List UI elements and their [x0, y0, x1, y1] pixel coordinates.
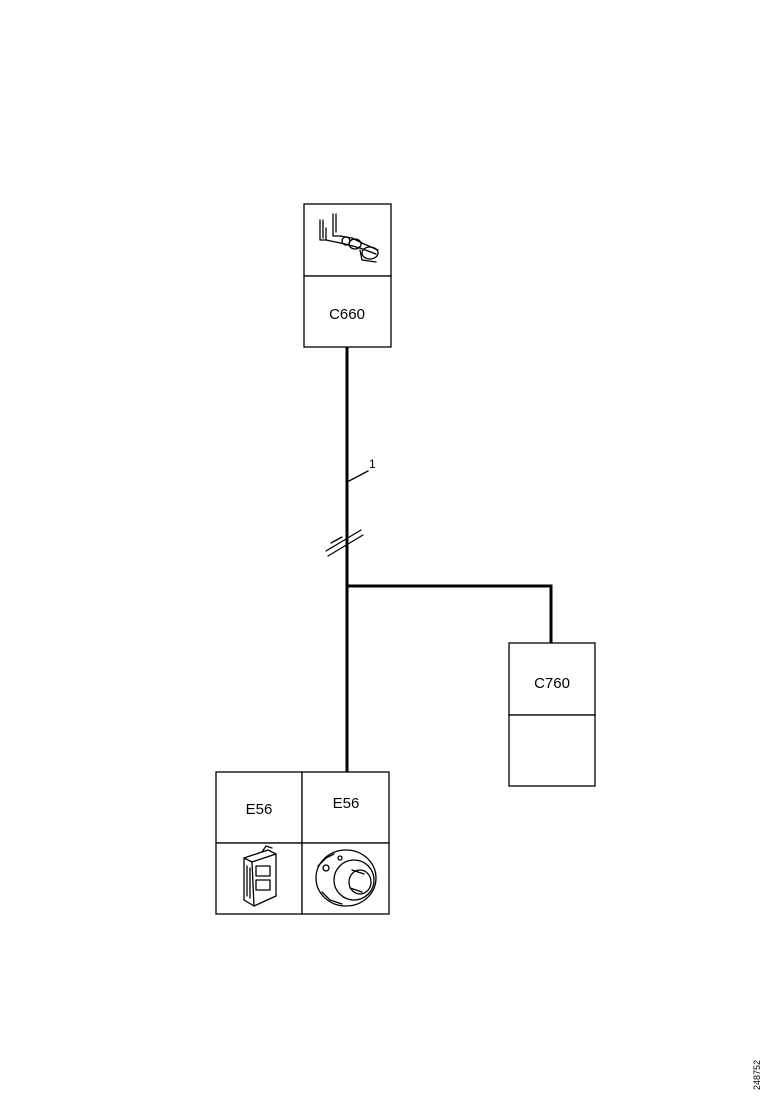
connector-e56-left: E56 — [215, 771, 303, 915]
connector-c660-label: C660 — [329, 306, 365, 323]
figure-code: 248752 — [752, 1060, 762, 1090]
callout-leader — [348, 470, 369, 482]
connector-c760-label-cell — [508, 642, 596, 716]
connector-c660-icon-cell — [303, 203, 392, 277]
connector-c660-label-cell — [303, 275, 392, 348]
callout-number: 1 — [369, 457, 376, 471]
branch-wire — [345, 584, 553, 645]
connector-e56-right-label: E56 — [333, 795, 360, 812]
connector-c660: C660 — [303, 203, 392, 348]
connector-c760-label: C760 — [534, 675, 570, 692]
wire-callout: 1 — [348, 457, 376, 482]
connector-c760: C760 — [508, 642, 596, 787]
pin-terminal-icon — [319, 213, 379, 263]
connector-housing-icon — [243, 845, 277, 907]
connector-e56-left-label: E56 — [246, 801, 273, 818]
connector-e56-right: E56 — [301, 771, 390, 915]
connector-e56-left-label-cell — [215, 771, 303, 844]
connector-c760-icon-cell — [508, 714, 596, 787]
wires — [345, 345, 553, 774]
wire-break-symbol — [325, 529, 364, 557]
lamp-socket-icon — [315, 849, 377, 907]
connector-e56-left-icon-cell — [215, 842, 303, 915]
